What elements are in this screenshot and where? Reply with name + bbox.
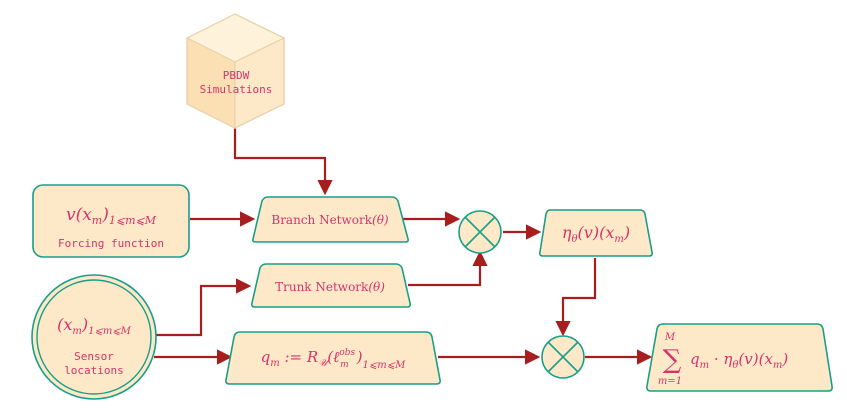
sum-sigma: ∑ [663, 345, 682, 375]
forcing-function-node: v(xm)1⩽m⩽M Forcing function [32, 184, 190, 258]
branch-network-node: Branch Network(θ) [252, 196, 409, 243]
multiply-operator-2 [541, 335, 585, 379]
arrow-eta-to-op2 [555, 258, 597, 337]
cube-label-line1: PBDW [223, 69, 250, 82]
trunk-network-node: Trunk Network(θ) [251, 263, 411, 308]
branch-label: Branch Network(θ) [271, 213, 389, 227]
eta-output-node: ηθ(v)(xm) [539, 209, 653, 257]
sum-output-node: M ∑ m=1 qm · ηθ(v)(xm) [646, 323, 833, 392]
sum-lower: m=1 [658, 376, 682, 387]
arrow-sensor-to-trunk [154, 278, 252, 337]
sensor-locations-node: (xm)1⩽m⩽M Sensor locations [31, 274, 157, 400]
sensor-caption-1: Sensor [74, 350, 114, 363]
forcing-math: v(xm)1⩽m⩽M [66, 205, 157, 227]
sum-upper: M [664, 332, 676, 343]
cube-label-line2: Simulations [200, 83, 273, 96]
sum-body: qm · ηθ(v)(xm) [690, 350, 788, 371]
arrow-trunk-to-op1 [408, 250, 488, 287]
trunk-label: Trunk Network(θ) [275, 280, 385, 294]
pbdw-simulations-cube: PBDW Simulations [185, 13, 286, 129]
arrow-cube-to-branch [233, 128, 333, 196]
sensor-math: (xm)1⩽m⩽M [57, 315, 132, 337]
forcing-caption: Forcing function [58, 237, 164, 250]
sensor-caption-2: locations [64, 364, 124, 377]
eta-math: ηθ(v)(xm) [562, 223, 630, 245]
multiply-operator-1 [458, 210, 502, 254]
